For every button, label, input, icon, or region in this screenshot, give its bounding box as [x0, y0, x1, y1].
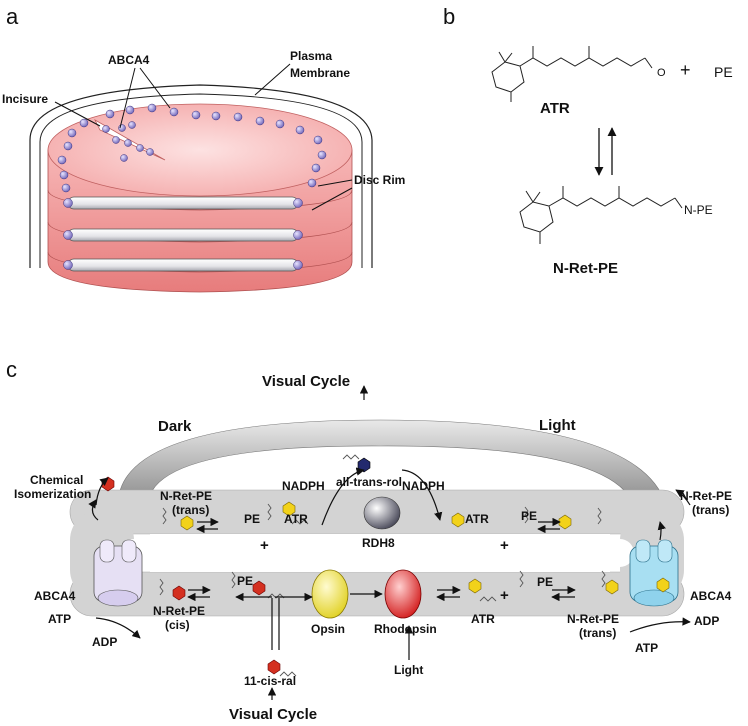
- atp-right: ATP: [635, 641, 658, 655]
- rdh8-enzyme: [363, 496, 401, 530]
- nadph-left: NADPH: [282, 479, 325, 493]
- atr-oxygen: O: [657, 67, 666, 79]
- eleven-cis-ral-label: 11-cis-ral: [244, 674, 296, 688]
- visual-cycle-top: Visual Cycle: [262, 373, 350, 390]
- lipid-tails: [159, 454, 606, 677]
- nret-trans-left-line1: N-Ret-PE: [160, 489, 212, 503]
- panel-a-leader-lines: [54, 63, 353, 211]
- panel-label-c: c: [6, 357, 17, 382]
- disc-rim-tubes: [67, 196, 299, 272]
- n-ret-pe-label: N-Ret-PE: [553, 260, 618, 277]
- panel-b-plus: +: [680, 60, 691, 80]
- atp-left: ATP: [48, 612, 71, 626]
- plasma-membrane-label-line2: Membrane: [290, 66, 350, 80]
- reaction-arrows: [88, 385, 691, 700]
- chemical-isomerization-line1: Chemical: [30, 473, 83, 487]
- plus-top-right: +: [500, 537, 509, 554]
- n-pe-group: N-PE: [684, 203, 713, 217]
- opsin-label: Opsin: [311, 622, 345, 636]
- rdh8-label: RDH8: [362, 536, 395, 550]
- adp-left: ADP: [92, 635, 117, 649]
- panel-label-b: b: [443, 4, 455, 29]
- plasma-membrane-label-line1: Plasma: [290, 49, 332, 63]
- atr-label: ATR: [540, 100, 570, 117]
- nret-trans-right-line1: N-Ret-PE: [680, 489, 732, 503]
- pe-top-right: PE: [521, 509, 537, 523]
- panel-b-pe: PE: [714, 64, 733, 80]
- adp-right: ADP: [694, 614, 719, 628]
- n-ret-pe-structure: [519, 186, 683, 244]
- nret-trans-left-line2: (trans): [172, 503, 209, 517]
- abca4-transporter-right: [629, 539, 679, 607]
- retinoid-hexagons: [101, 457, 670, 675]
- abca4-left-label: ABCA4: [34, 589, 76, 603]
- atr-top-left: ATR: [284, 512, 308, 526]
- rhodopsin-protein: [384, 569, 422, 619]
- rhodopsin-label: Rhodopsin: [374, 622, 437, 636]
- dark-label: Dark: [158, 418, 192, 435]
- panel-label-a: a: [6, 4, 19, 29]
- pe-top-left: PE: [244, 512, 260, 526]
- atr-structure: [491, 46, 653, 102]
- plus-low-right: +: [500, 587, 509, 604]
- plus-top-left: +: [260, 537, 269, 554]
- light-label: Light: [539, 417, 576, 434]
- incisure-label: Incisure: [2, 92, 48, 106]
- disc-rim-label: Disc Rim: [354, 173, 405, 187]
- pe-low-right: PE: [537, 575, 553, 589]
- nadph-right: NADPH: [402, 479, 445, 493]
- panel-a-disc-stack: [29, 84, 373, 293]
- nret-trans-right-line2: (trans): [692, 503, 729, 517]
- nret-trans-low-line1: N-Ret-PE: [567, 612, 619, 626]
- light-arrow-label: Light: [394, 663, 423, 677]
- abca4-label-a: ABCA4: [108, 53, 150, 67]
- nret-cis-line1: N-Ret-PE: [153, 604, 205, 618]
- all-trans-rol-label: all-trans-rol: [336, 475, 402, 489]
- atr-low-right: ATR: [471, 612, 495, 626]
- chemical-isomerization-line2: Isomerization: [14, 487, 91, 501]
- opsin-protein: [311, 569, 349, 619]
- nret-trans-low-line2: (trans): [579, 626, 616, 640]
- abca4-beads: [57, 103, 327, 270]
- equilibrium-arrows-b: [594, 127, 617, 176]
- abca4-right-label: ABCA4: [690, 589, 732, 603]
- nret-cis-line2: (cis): [165, 618, 190, 632]
- abca4-transporter-left: [93, 539, 143, 607]
- visual-cycle-bottom: Visual Cycle: [229, 706, 317, 723]
- pe-low-left: PE: [237, 574, 253, 588]
- atr-top-right: ATR: [465, 512, 489, 526]
